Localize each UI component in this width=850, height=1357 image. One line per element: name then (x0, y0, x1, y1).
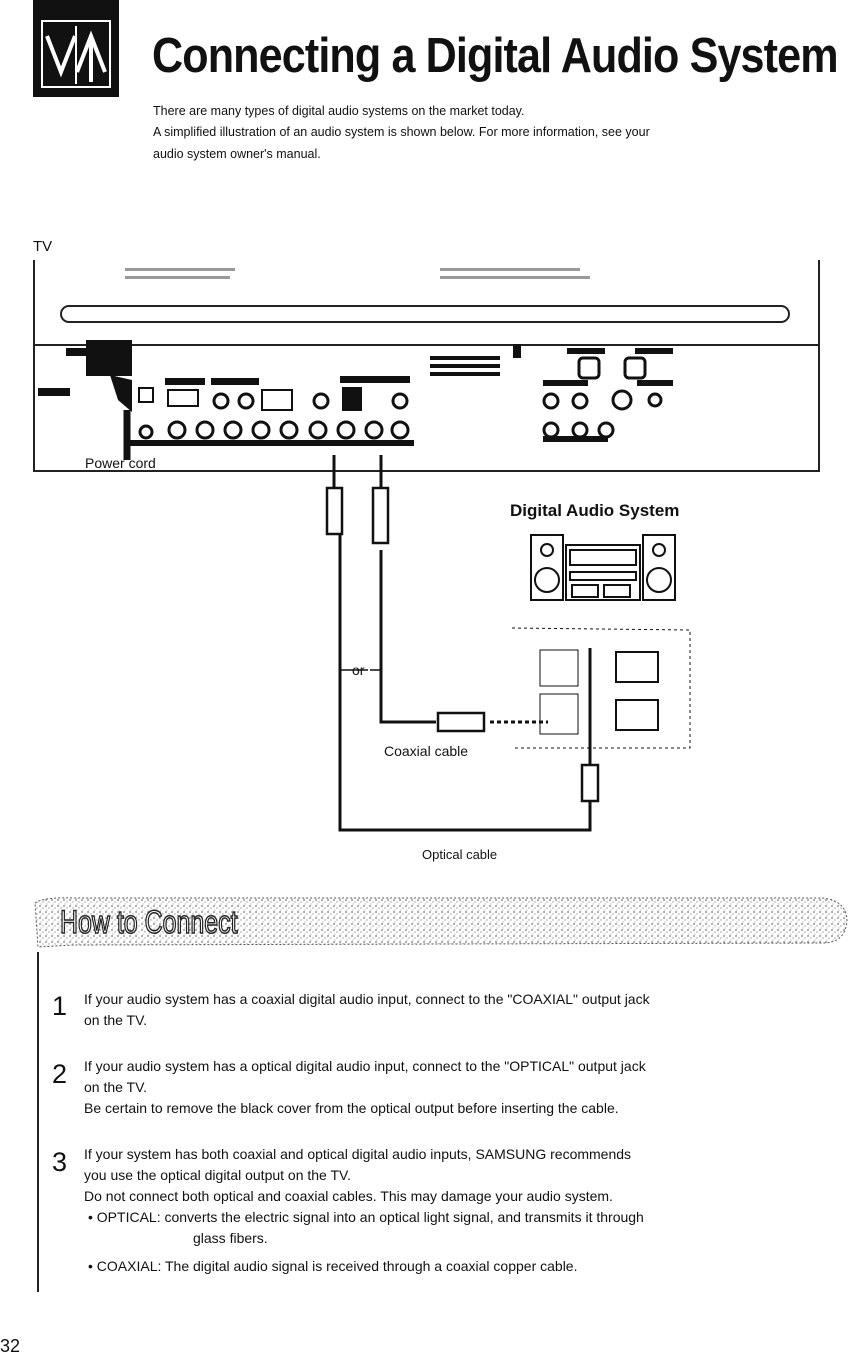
step-text: on the TV. (84, 1012, 148, 1028)
tv-top-markings (125, 268, 590, 279)
step-text: If your audio system has a coaxial digit… (84, 991, 650, 1007)
bullet-text: • OPTICAL: converts the electric signal … (88, 1209, 644, 1225)
optical-tag (38, 388, 70, 396)
page-title: Connecting a Digital Audio System (152, 29, 839, 83)
tv-port-block (138, 387, 362, 411)
step-number: 3 (52, 1147, 68, 1177)
how-to-connect-title: How to Connect (59, 903, 238, 941)
step-text: If your audio system has a optical digit… (84, 1058, 646, 1074)
optical-cable-label: Optical cable (422, 847, 498, 862)
logo-frame (41, 20, 111, 88)
audio-system-icon (530, 534, 676, 601)
tv-label: TV (33, 238, 53, 255)
rca-jacks (138, 356, 663, 440)
cables (332, 455, 592, 832)
or-label: or (352, 662, 365, 678)
tv-rear-edge (33, 344, 820, 346)
power-plug-icon (66, 340, 132, 460)
step-text: you use the optical digital output on th… (84, 1167, 351, 1183)
tv-label-strips (124, 344, 673, 446)
page-number: 32 (0, 1336, 21, 1356)
connection-diagram (38, 268, 691, 832)
digital-audio-system-label: Digital Audio System (510, 501, 680, 520)
how-to-connect-banner (34, 897, 848, 948)
intro-text: There are many types of digital audio sy… (153, 104, 525, 118)
tv-vent-slot (60, 305, 790, 323)
step-number: 2 (52, 1059, 68, 1089)
step-number: 1 (52, 991, 68, 1021)
step-text: on the TV. (84, 1079, 148, 1095)
intro-text: A simplified illustration of an audio sy… (153, 125, 650, 139)
cable-plugs (325, 486, 600, 803)
arrows-icon (45, 26, 107, 84)
step-text: If your system has both coaxial and opti… (84, 1146, 632, 1162)
tv-back-panel (33, 260, 820, 472)
section-rule (37, 952, 39, 1292)
power-cord-label: Power cord (85, 455, 156, 471)
intro-text: audio system owner's manual. (153, 147, 321, 161)
step-text: Do not connect both optical and coaxial … (84, 1188, 613, 1204)
bullet-text: • COAXIAL: The digital audio signal is r… (88, 1258, 578, 1274)
bullet-text: glass fibers. (193, 1230, 268, 1246)
step-text: Be certain to remove the black cover fro… (84, 1100, 619, 1116)
audio-input-panel (511, 627, 691, 749)
coaxial-cable-label: Coaxial cable (384, 743, 469, 759)
